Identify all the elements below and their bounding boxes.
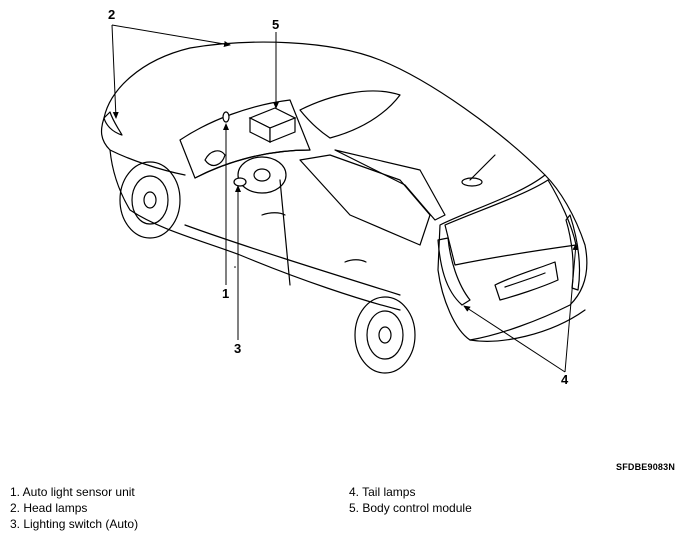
legend-item: 3. Lighting switch (Auto)	[10, 517, 139, 531]
callout-1: 1	[222, 286, 230, 301]
rear-wheel	[354, 296, 416, 374]
legend-item: 5. Body control module	[349, 501, 472, 515]
callout-2: 2	[108, 7, 116, 22]
callout-4: 4	[561, 372, 569, 387]
figure-code: SFDBE9083N	[616, 462, 676, 472]
body-control-module	[248, 107, 297, 143]
car-body-outline	[100, 41, 588, 342]
legend-item: 1. Auto light sensor unit	[10, 485, 135, 499]
front-wheel	[119, 161, 181, 239]
auto-light-sensor	[222, 111, 230, 123]
callout-5: 5	[272, 17, 280, 32]
legend-item: 4. Tail lamps	[349, 485, 416, 499]
lighting-switch	[233, 177, 247, 187]
legend-item: 2. Head lamps	[10, 501, 88, 515]
leader-lines	[111, 24, 579, 373]
callout-3: 3	[234, 341, 242, 356]
vehicle-diagram	[100, 24, 588, 374]
legend-left: 1. Auto light sensor unit 2. Head lamps …	[10, 484, 138, 532]
legend-right: 4. Tail lamps 5. Body control module	[349, 484, 472, 516]
